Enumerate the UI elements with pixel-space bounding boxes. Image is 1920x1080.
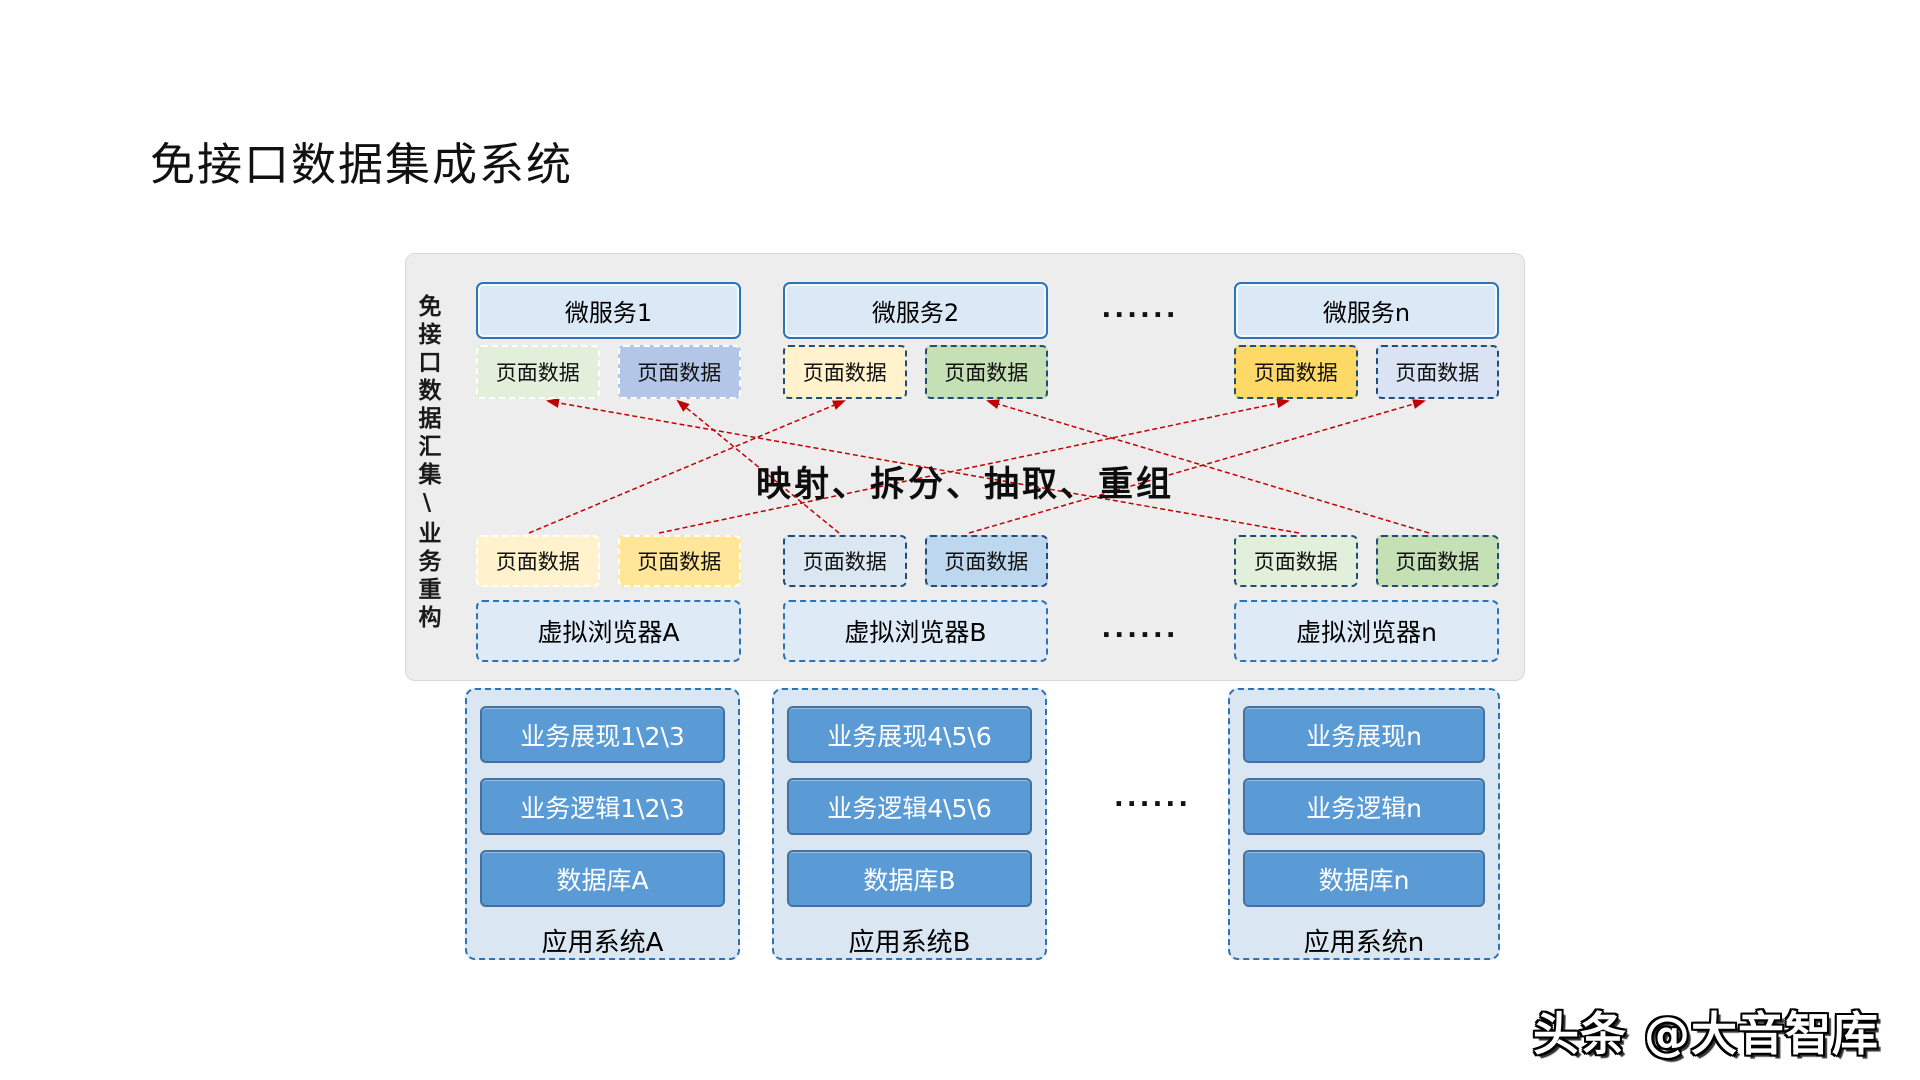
ellipsis-services: ......	[1101, 293, 1179, 324]
microservice-column-1: 微服务1 页面数据 页面数据 页面数据 页面数据 虚拟浏览器A	[476, 254, 741, 680]
microservice-column-n: 微服务n 页面数据 页面数据 页面数据 页面数据 虚拟浏览器n	[1234, 254, 1499, 680]
page-data-box: 页面数据	[1234, 345, 1358, 399]
business-logic-layer: 业务逻辑4\5\6	[787, 778, 1032, 835]
system-name: 应用系统A	[541, 928, 664, 958]
system-name: 应用系统n	[1303, 928, 1425, 958]
microservice-column-2: 微服务2 页面数据 页面数据 页面数据 页面数据 虚拟浏览器B	[783, 254, 1048, 680]
transform-label: 映射、拆分、抽取、重组	[755, 465, 1174, 505]
business-logic-layer: 业务逻辑1\2\3	[480, 778, 725, 835]
page-data-row-bottom: 页面数据 页面数据	[476, 535, 741, 587]
microservice-box: 微服务1	[476, 282, 741, 339]
page-data-box: 页面数据	[1375, 535, 1499, 587]
page-data-box: 页面数据	[617, 345, 741, 399]
page-data-box: 页面数据	[476, 345, 600, 399]
page-data-row-bottom: 页面数据 页面数据	[783, 535, 1048, 587]
page-data-box: 页面数据	[924, 345, 1048, 399]
page-data-box: 页面数据	[617, 535, 741, 587]
mapping-arrows	[528, 397, 1430, 534]
database-layer: 数据库A	[480, 850, 725, 907]
page-data-box: 页面数据	[1234, 535, 1358, 587]
virtual-browser-box: 虚拟浏览器B	[783, 600, 1048, 662]
business-presentation-layer: 业务展现1\2\3	[480, 706, 725, 763]
business-presentation-layer: 业务展现4\5\6	[787, 706, 1032, 763]
page-data-box: 页面数据	[924, 535, 1048, 587]
page-data-box: 页面数据	[1375, 345, 1499, 399]
microservice-box: 微服务2	[783, 282, 1048, 339]
integration-panel: 免接口数据汇集\业务重构 映射、拆分、抽取、重组 微服务1 页面数据 页面数据	[405, 253, 1525, 681]
page-data-row-top: 页面数据 页面数据	[476, 345, 741, 399]
watermark: 头条 @大音智库	[1533, 1007, 1880, 1061]
page-data-box: 页面数据	[783, 345, 907, 399]
page-data-box: 页面数据	[476, 535, 600, 587]
virtual-browser-box: 虚拟浏览器n	[1234, 600, 1499, 662]
business-presentation-layer: 业务展现n	[1243, 706, 1485, 763]
page-data-box: 页面数据	[783, 535, 907, 587]
microservice-box: 微服务n	[1234, 282, 1499, 339]
panel-side-label: 免接口数据汇集\业务重构	[414, 294, 440, 633]
application-system-n: 业务展现n 业务逻辑n 数据库n 应用系统n	[1228, 688, 1500, 960]
virtual-browser-box: 虚拟浏览器A	[476, 600, 741, 662]
page-data-row-top: 页面数据 页面数据	[1234, 345, 1499, 399]
page-title: 免接口数据集成系统	[150, 138, 574, 191]
page-data-row-top: 页面数据 页面数据	[783, 345, 1048, 399]
system-name: 应用系统B	[848, 928, 971, 958]
ellipsis-systems: ......	[1113, 783, 1192, 813]
page-data-row-bottom: 页面数据 页面数据	[1234, 535, 1499, 587]
application-system-a: 业务展现1\2\3 业务逻辑1\2\3 数据库A 应用系统A	[465, 688, 740, 960]
database-layer: 数据库n	[1243, 850, 1485, 907]
database-layer: 数据库B	[787, 850, 1032, 907]
ellipsis-browsers: ......	[1101, 614, 1179, 644]
business-logic-layer: 业务逻辑n	[1243, 778, 1485, 835]
application-system-b: 业务展现4\5\6 业务逻辑4\5\6 数据库B 应用系统B	[772, 688, 1047, 960]
